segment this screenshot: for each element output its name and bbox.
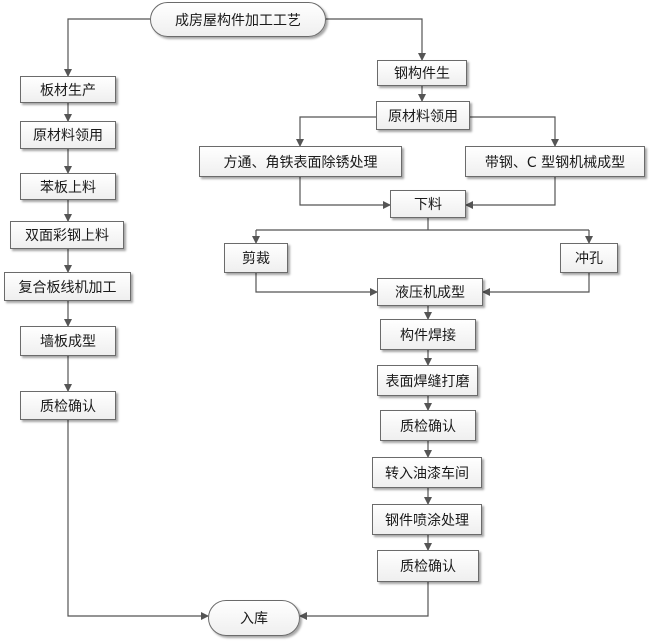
step-to-paint-shop: 转入油漆车间 bbox=[372, 457, 482, 488]
step-raw-material-left: 原材料领用 bbox=[20, 121, 116, 149]
connector bbox=[482, 273, 590, 296]
connector bbox=[64, 18, 150, 77]
step-raw-material-right: 原材料领用 bbox=[376, 101, 470, 130]
connector bbox=[465, 177, 556, 209]
step-weld-grinding: 表面焊缝打磨 bbox=[377, 365, 478, 396]
step-qc-right-2: 质检确认 bbox=[377, 550, 479, 582]
step-spray-coating: 钢件喷涂处理 bbox=[372, 504, 482, 535]
process-title: 成房屋构件加工工艺 bbox=[150, 2, 326, 37]
step-shearing: 剪裁 bbox=[224, 243, 288, 273]
step-qc-right-1: 质检确认 bbox=[380, 410, 476, 441]
connector bbox=[67, 420, 209, 620]
connector bbox=[326, 18, 426, 61]
step-blanking: 下料 bbox=[390, 190, 466, 218]
step-qc-left: 质检确认 bbox=[20, 391, 116, 420]
step-steel-component: 钢构件生 bbox=[377, 60, 467, 86]
step-hydraulic-forming: 液压机成型 bbox=[377, 278, 483, 306]
step-rust-removal: 方通、角铁表面除锈处理 bbox=[199, 146, 402, 177]
step-mechanical-forming: 带钢、C 型钢机械成型 bbox=[465, 146, 645, 177]
step-composite-line: 复合板线机加工 bbox=[4, 272, 131, 301]
step-color-steel-feed: 双面彩钢上料 bbox=[10, 221, 124, 249]
connector bbox=[255, 273, 378, 296]
step-wall-panel-forming: 墙板成型 bbox=[20, 326, 116, 356]
end-warehouse: 入库 bbox=[208, 600, 300, 636]
step-eps-board-feed: 苯板上料 bbox=[20, 173, 116, 200]
connector bbox=[299, 177, 391, 209]
step-welding: 构件焊接 bbox=[380, 319, 476, 350]
connector bbox=[470, 116, 559, 147]
step-punching: 冲孔 bbox=[560, 243, 618, 273]
step-panel-production: 板材生产 bbox=[20, 76, 116, 103]
connector bbox=[296, 116, 376, 147]
connector bbox=[299, 582, 429, 620]
